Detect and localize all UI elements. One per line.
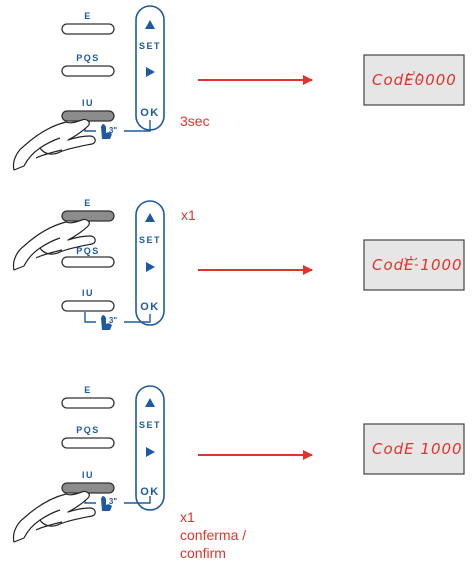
ok-label: OK [140,107,160,119]
hold-connector [84,312,96,323]
lcd-display [363,54,465,106]
hold-time-label: 3" [108,497,118,506]
button-pqs-label: PQS [76,246,100,256]
control-panel [135,385,165,511]
lcd-text: CodE 1000 [372,440,463,458]
hold-connector [124,496,151,504]
up-arrow-icon [145,213,155,222]
button-iu-pressed [61,110,115,122]
button-e-label: E [84,198,92,208]
lcd-text: CodE 1000 [372,256,463,274]
step-3-caption-line-2: conferma / [180,527,247,543]
button-e [61,23,115,35]
up-arrow-icon [145,20,155,29]
control-panel [135,200,165,326]
button-e-pressed [61,210,115,222]
button-iu-label: IU [82,288,94,298]
step-2 [12,200,465,330]
touch-icon [101,496,112,511]
lcd-text: CodE0000 [372,71,457,89]
button-pqs [61,256,115,268]
button-iu-label: IU [82,470,94,480]
set-label: SET [138,235,161,245]
hand-icon [12,490,96,543]
touch-icon [101,124,112,139]
hand-icon [12,218,96,271]
step-2-caption: x1 [181,207,196,223]
hand-icon [12,118,96,171]
button-iu-pressed [61,482,115,494]
lcd-display [363,423,465,475]
button-iu [61,300,115,312]
blink-indicator [404,256,418,266]
right-arrow-icon [146,67,155,77]
step-3-caption-line-1: x1 [180,509,195,525]
button-pqs-label: PQS [76,53,100,63]
button-e-label: E [84,11,92,21]
lcd-display [363,239,465,291]
ok-label: OK [140,301,160,313]
up-arrow-icon [145,398,155,407]
button-pqs-label: PQS [76,425,100,435]
button-e [61,397,115,409]
ok-label: OK [140,486,160,498]
touch-icon [101,315,112,330]
hold-connector [124,120,151,132]
right-arrow-icon [146,447,155,457]
step-1 [12,5,465,171]
button-e-label: E [84,385,92,395]
button-pqs [61,437,115,449]
step-3 [12,385,465,543]
step-1-caption: 3sec [180,113,210,129]
hold-connector [124,314,151,323]
hold-time-label: 3" [108,126,118,135]
button-pqs [61,65,115,77]
step-3-caption-line-3: confirm [180,545,226,561]
blink-indicator [407,71,421,81]
set-label: SET [138,420,161,430]
button-iu-label: IU [82,98,94,108]
set-label: SET [138,41,161,51]
hold-time-label: 3" [108,316,118,325]
right-arrow-icon [146,262,155,272]
